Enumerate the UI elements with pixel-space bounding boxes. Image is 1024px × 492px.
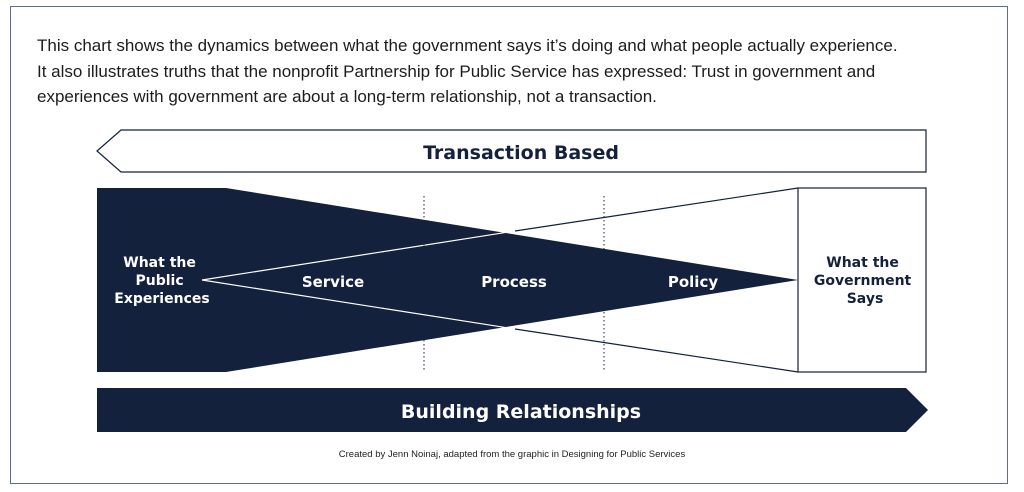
- credit-line: Created by Jenn Noinaj, adapted from the…: [338, 449, 686, 460]
- convergence-line-upper-outer: [514, 187, 799, 232]
- relationship-arrow: [97, 388, 928, 432]
- transaction-arrow-label: Transaction Based: [423, 142, 619, 164]
- public-experiences-line-3: Experiences: [114, 291, 209, 307]
- convergence-line-lower-inner: [201, 279, 516, 330]
- stage-label-process: Process: [481, 273, 547, 291]
- public-experiences-label: What the Public Experiences: [114, 255, 209, 307]
- intro-line-1: This chart shows the dynamics between wh…: [37, 36, 898, 55]
- government-says-label: What the Government Says: [814, 255, 916, 307]
- convergence-line-lower-outer: [514, 328, 799, 373]
- government-says-line-1: What the: [826, 255, 899, 271]
- intro-line-2: It also illustrates truths that the nonp…: [37, 61, 876, 81]
- intro-paragraph: This chart shows the dynamics between wh…: [37, 33, 987, 110]
- dark-wedge: [226, 188, 798, 372]
- relationship-arrow-label: Building Relationships: [401, 401, 641, 423]
- government-says-line-2: Government: [814, 273, 912, 289]
- intro-line-3: experiences with government are about a …: [37, 87, 657, 106]
- public-experiences-line-2: Public: [135, 273, 183, 289]
- convergence-line-upper-inner: [201, 230, 516, 281]
- stage-label-policy: Policy: [668, 273, 718, 291]
- government-says-line-3: Says: [847, 291, 884, 307]
- stage-label-service: Service: [302, 273, 364, 291]
- public-experiences-line-1: What the: [123, 255, 196, 271]
- government-says-box: [797, 187, 927, 373]
- transaction-arrow: [96, 129, 927, 173]
